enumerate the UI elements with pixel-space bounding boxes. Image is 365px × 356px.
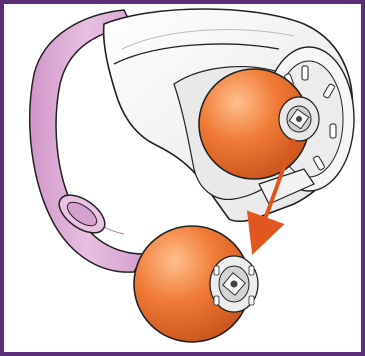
eyeball-removal-illustration — [4, 4, 361, 352]
orange-ball-removed — [134, 226, 258, 342]
